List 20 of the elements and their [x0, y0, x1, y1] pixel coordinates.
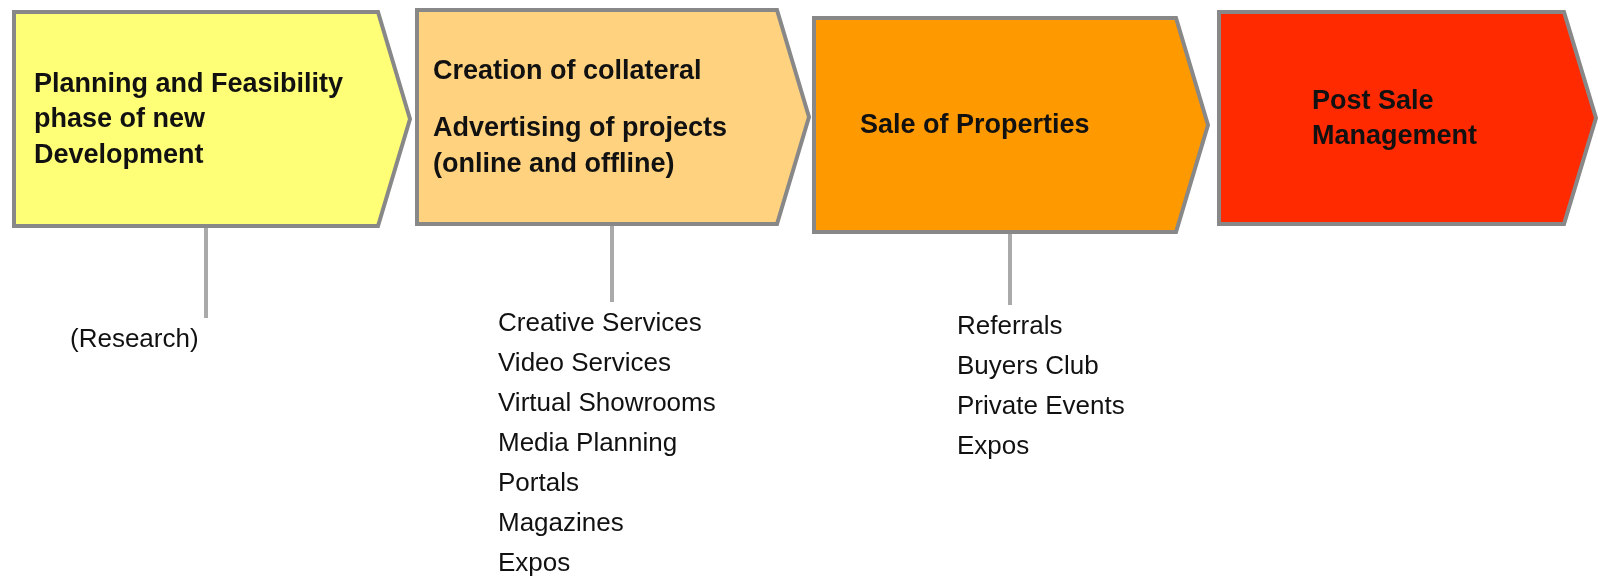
- phase-title: Creation of collateral: [433, 54, 703, 88]
- service-item: Referrals: [957, 309, 1064, 342]
- service-item: Private Events: [957, 389, 1126, 422]
- phase-title: Planning and Feasibility phase of new Development: [34, 67, 345, 171]
- service-item: Media Planning: [498, 426, 679, 459]
- leader-line: [1008, 234, 1012, 305]
- leader-line: [204, 228, 208, 318]
- service-item: Creative Services: [498, 306, 703, 339]
- service-item: Expos: [498, 546, 572, 579]
- service-item: Virtual Showrooms: [498, 386, 717, 419]
- phase-title: Sale of Properties: [860, 108, 1091, 142]
- phase-title: Post Sale Management: [1312, 83, 1479, 152]
- service-item: Buyers Club: [957, 349, 1100, 382]
- service-item: Magazines: [498, 506, 625, 539]
- service-item: Portals: [498, 466, 580, 499]
- phase-title: Advertising of projects (online and offline): [433, 111, 729, 180]
- service-item: Expos: [957, 429, 1031, 462]
- service-item: Video Services: [498, 346, 672, 379]
- leader-line: [610, 226, 614, 302]
- service-item: (Research): [70, 322, 200, 355]
